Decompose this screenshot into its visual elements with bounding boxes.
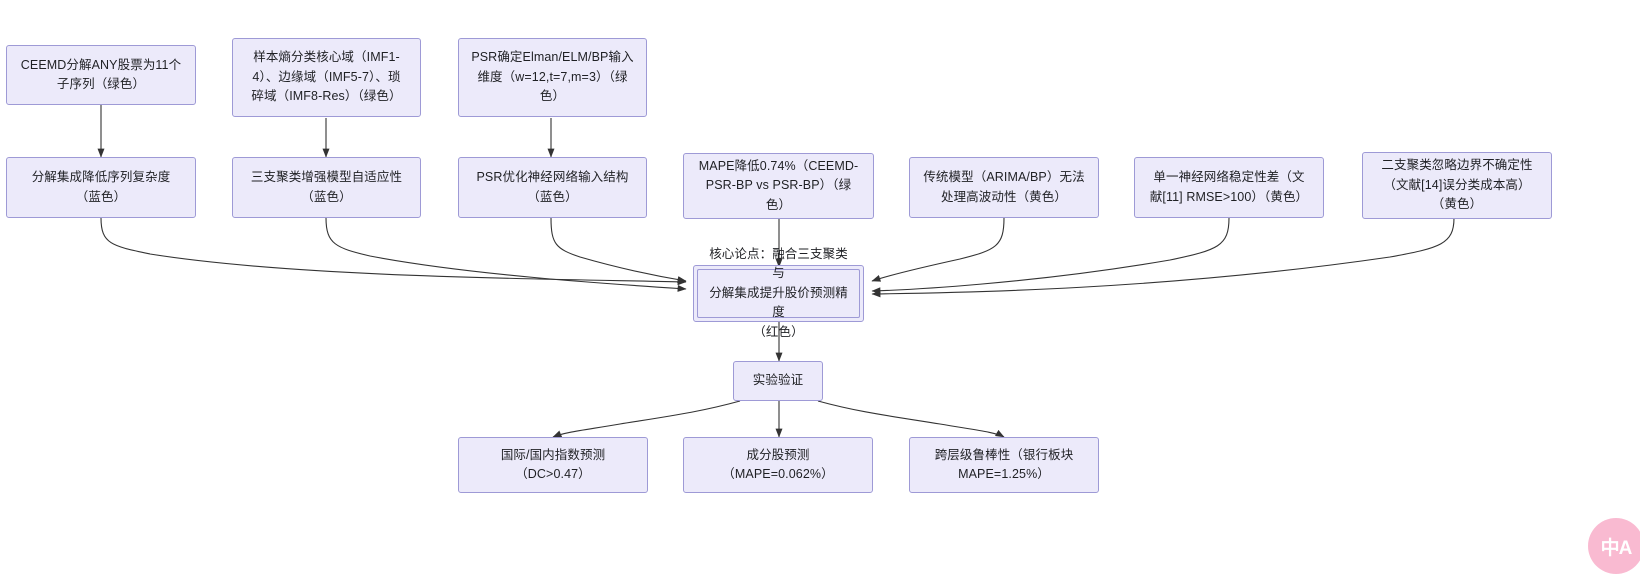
- node-label: PSR优化神经网络输入结构 （蓝色）: [476, 170, 629, 204]
- node-single-nn-unstable[interactable]: 单一神经网络稳定性差（文 献[11] RMSE>100）（黄色）: [1134, 157, 1324, 218]
- edge-complexity-to-core: [100, 217, 687, 286]
- edge-optimize-to-core: [550, 217, 687, 284]
- watermark-badge: 中A: [1588, 518, 1640, 574]
- node-core-claim[interactable]: 核心论点：融合三支聚类与 分解集成提升股价预测精度 （红色）: [693, 247, 864, 339]
- node-label: 国际/国内指数预测 （DC>0.47）: [500, 447, 606, 481]
- node-experiment[interactable]: 实验验证: [733, 361, 823, 401]
- node-reduce-complexity[interactable]: 分解集成降低序列复杂度 （蓝色）: [6, 157, 196, 218]
- node-index-forecast[interactable]: 国际/国内指数预测 （DC>0.47）: [458, 437, 648, 493]
- edge-experiment-to-index: [552, 400, 741, 438]
- node-psr-optimize[interactable]: PSR优化神经网络输入结构 （蓝色）: [458, 157, 647, 218]
- core-claim-inner: 核心论点：融合三支聚类与 分解集成提升股价预测精度 （红色）: [697, 247, 860, 339]
- node-label: 传统模型（ARIMA/BP）无法 处理高波动性（黄色）: [923, 170, 1085, 204]
- edge-singlenn-to-core: [871, 217, 1230, 295]
- node-label: MAPE降低0.74%（CEEMD- PSR-BP vs PSR-BP）（绿 色…: [698, 158, 859, 212]
- node-cross-level-robust[interactable]: 跨层级鲁棒性（银行板块 MAPE=1.25%）: [909, 437, 1099, 493]
- node-label: 成分股预测 （MAPE=0.062%）: [722, 447, 834, 481]
- node-label: 三支聚类增强模型自适应性 （蓝色）: [250, 170, 403, 204]
- node-label: 二支聚类忽略边界不确定性 （文献[14]误分类成本高） （黄色）: [1381, 158, 1533, 212]
- edge-traditional-to-core: [871, 217, 1005, 282]
- edge-twoway-to-core: [871, 217, 1455, 298]
- node-label: CEEMD分解ANY股票为11个 子序列（绿色）: [20, 57, 182, 91]
- node-traditional-model[interactable]: 传统模型（ARIMA/BP）无法 处理高波动性（黄色）: [909, 157, 1099, 218]
- node-two-way-ignore[interactable]: 二支聚类忽略边界不确定性 （文献[14]误分类成本高） （黄色）: [1362, 152, 1552, 219]
- node-constituent-forecast[interactable]: 成分股预测 （MAPE=0.062%）: [683, 437, 873, 493]
- node-label: 实验验证: [752, 373, 804, 388]
- node-three-way-adaptive[interactable]: 三支聚类增强模型自适应性 （蓝色）: [232, 157, 421, 218]
- node-label: 样本熵分类核心域（IMF1- 4）、边缘域（IMF5-7）、琐 碎域（IMF8-…: [251, 50, 402, 104]
- watermark-text: 中A: [1600, 537, 1633, 559]
- node-psr-input-dim[interactable]: PSR确定Elman/ELM/BP输入 维度（w=12,t=7,m=3）（绿 色…: [458, 38, 647, 117]
- node-label: 跨层级鲁棒性（银行板块 MAPE=1.25%）: [934, 447, 1074, 481]
- edge-adaptive-to-core: [325, 217, 687, 292]
- node-sample-entropy[interactable]: 样本熵分类核心域（IMF1- 4）、边缘域（IMF5-7）、琐 碎域（IMF8-…: [232, 38, 421, 117]
- node-label: 单一神经网络稳定性差（文 献[11] RMSE>100）（黄色）: [1149, 170, 1309, 204]
- node-label: 核心论点：融合三支聚类与 分解集成提升股价预测精度 （红色）: [709, 247, 848, 339]
- edge-experiment-to-robust: [817, 400, 1005, 438]
- node-ceemd-decompose[interactable]: CEEMD分解ANY股票为11个 子序列（绿色）: [6, 45, 196, 105]
- node-label: 分解集成降低序列复杂度 （蓝色）: [31, 170, 171, 204]
- node-label: PSR确定Elman/ELM/BP输入 维度（w=12,t=7,m=3）（绿 色…: [471, 50, 634, 104]
- node-mape-drop[interactable]: MAPE降低0.74%（CEEMD- PSR-BP vs PSR-BP）（绿 色…: [683, 153, 874, 219]
